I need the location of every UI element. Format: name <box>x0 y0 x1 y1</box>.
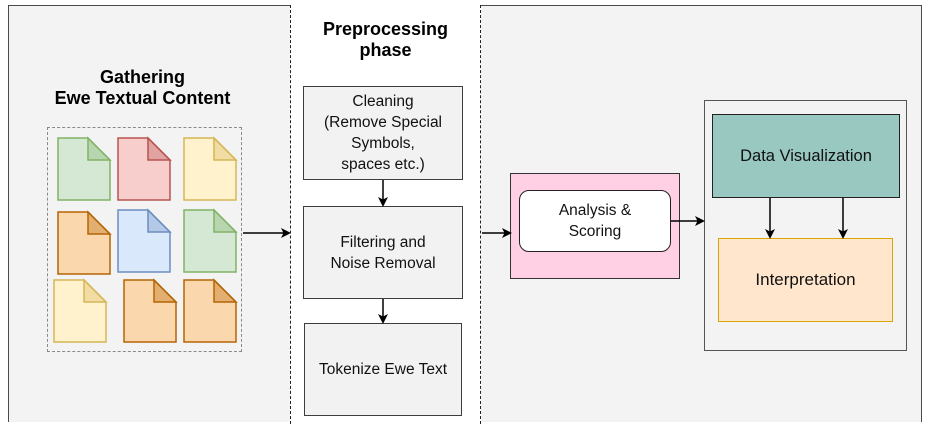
document-icon <box>123 278 178 343</box>
cleaning-step: Cleaning (Remove Special Symbols, spaces… <box>303 86 463 180</box>
document-icon <box>117 136 172 201</box>
document-icon <box>117 208 172 273</box>
analysis-line-1: Analysis & <box>558 202 632 219</box>
preprocessing-title-line-2: phase <box>359 40 412 60</box>
interpretation-node: Interpretation <box>718 238 893 322</box>
preprocessing-title-line-1: Preprocessing <box>322 19 449 39</box>
document-icon <box>57 210 112 275</box>
cleaning-line-3: Symbols, <box>351 135 415 152</box>
documents-group <box>47 127 242 352</box>
analysis-scoring-node: Analysis & Scoring <box>519 190 671 252</box>
gathering-title-line-1: Gathering <box>99 67 185 87</box>
cleaning-line-1: Cleaning <box>352 93 414 110</box>
filtering-line-2: Noise Removal <box>330 254 436 272</box>
filtering-step: Filtering and Noise Removal <box>303 206 463 299</box>
filtering-line-1: Filtering and <box>340 233 426 251</box>
cleaning-line-4: spaces etc.) <box>341 156 425 173</box>
gathering-title-line-2: Ewe Textual Content <box>54 88 231 108</box>
preprocessing-title: Preprocessing phase <box>291 19 480 61</box>
gathering-title: Gathering Ewe Textual Content <box>20 67 265 109</box>
tokenize-line-1: Tokenize Ewe Text <box>318 361 448 378</box>
document-icon <box>183 136 238 201</box>
document-icon <box>57 136 112 201</box>
tokenize-step: Tokenize Ewe Text <box>304 323 462 416</box>
cleaning-line-2: (Remove Special <box>323 114 443 131</box>
document-icon <box>183 278 238 343</box>
document-icon <box>53 278 108 343</box>
document-icon <box>183 208 238 273</box>
data-visualization-node: Data Visualization <box>712 114 900 198</box>
analysis-line-2: Scoring <box>568 223 622 240</box>
